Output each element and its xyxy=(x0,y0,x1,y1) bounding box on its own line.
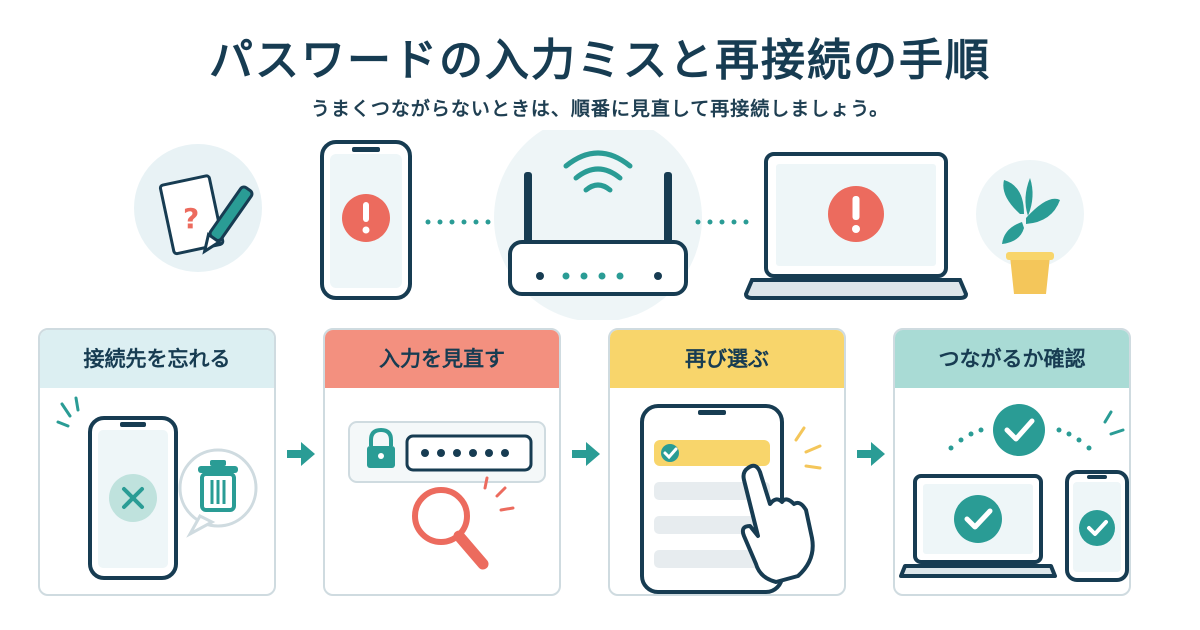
magnifier-icon xyxy=(412,487,489,570)
selected-network-row xyxy=(654,440,770,466)
check-icon xyxy=(993,404,1045,456)
check-icon xyxy=(954,495,1002,543)
connection-dots-right xyxy=(695,219,749,225)
step-card-2: 入力を見直す xyxy=(323,328,561,596)
note-pen-illustration: ? xyxy=(134,144,262,272)
check-icon xyxy=(1079,510,1115,546)
plant-illustration xyxy=(976,160,1084,294)
pointer-hand-icon xyxy=(740,463,815,584)
step-4-header: つながるか確認 xyxy=(895,330,1129,388)
laptop-error-illustration xyxy=(743,152,969,300)
step-card-4: つながるか確認 xyxy=(893,328,1131,596)
phone-error-illustration xyxy=(320,140,412,300)
arrow-right-icon xyxy=(572,442,600,466)
step-card-3: 再び選ぶ xyxy=(608,328,846,596)
wifi-icon xyxy=(563,150,633,193)
password-mask xyxy=(421,449,509,457)
lock-icon xyxy=(367,427,395,468)
step-card-1: 接続先を忘れる xyxy=(38,328,276,596)
pen-icon xyxy=(202,185,254,255)
step-3-header: 再び選ぶ xyxy=(610,330,844,388)
page-title: パスワードの入力ミスと再接続の手順 xyxy=(209,35,991,86)
arrow-right-icon xyxy=(287,442,315,466)
step-2-header: 入力を見直す xyxy=(325,330,559,388)
router-illustration xyxy=(494,130,702,320)
hero-illustration: ? xyxy=(134,130,1084,320)
svg-text:?: ? xyxy=(183,202,199,235)
connection-dots-left xyxy=(425,219,491,225)
arrow-right-icon xyxy=(857,442,885,466)
step-1-header: 接続先を忘れる xyxy=(40,330,274,388)
trash-icon xyxy=(178,448,258,538)
phone-connected-illustration xyxy=(1065,470,1129,582)
page-subtitle: うまくつながらないときは、順番に見直して再接続しましょう。 xyxy=(310,98,890,120)
laptop-connected-illustration xyxy=(899,474,1057,578)
